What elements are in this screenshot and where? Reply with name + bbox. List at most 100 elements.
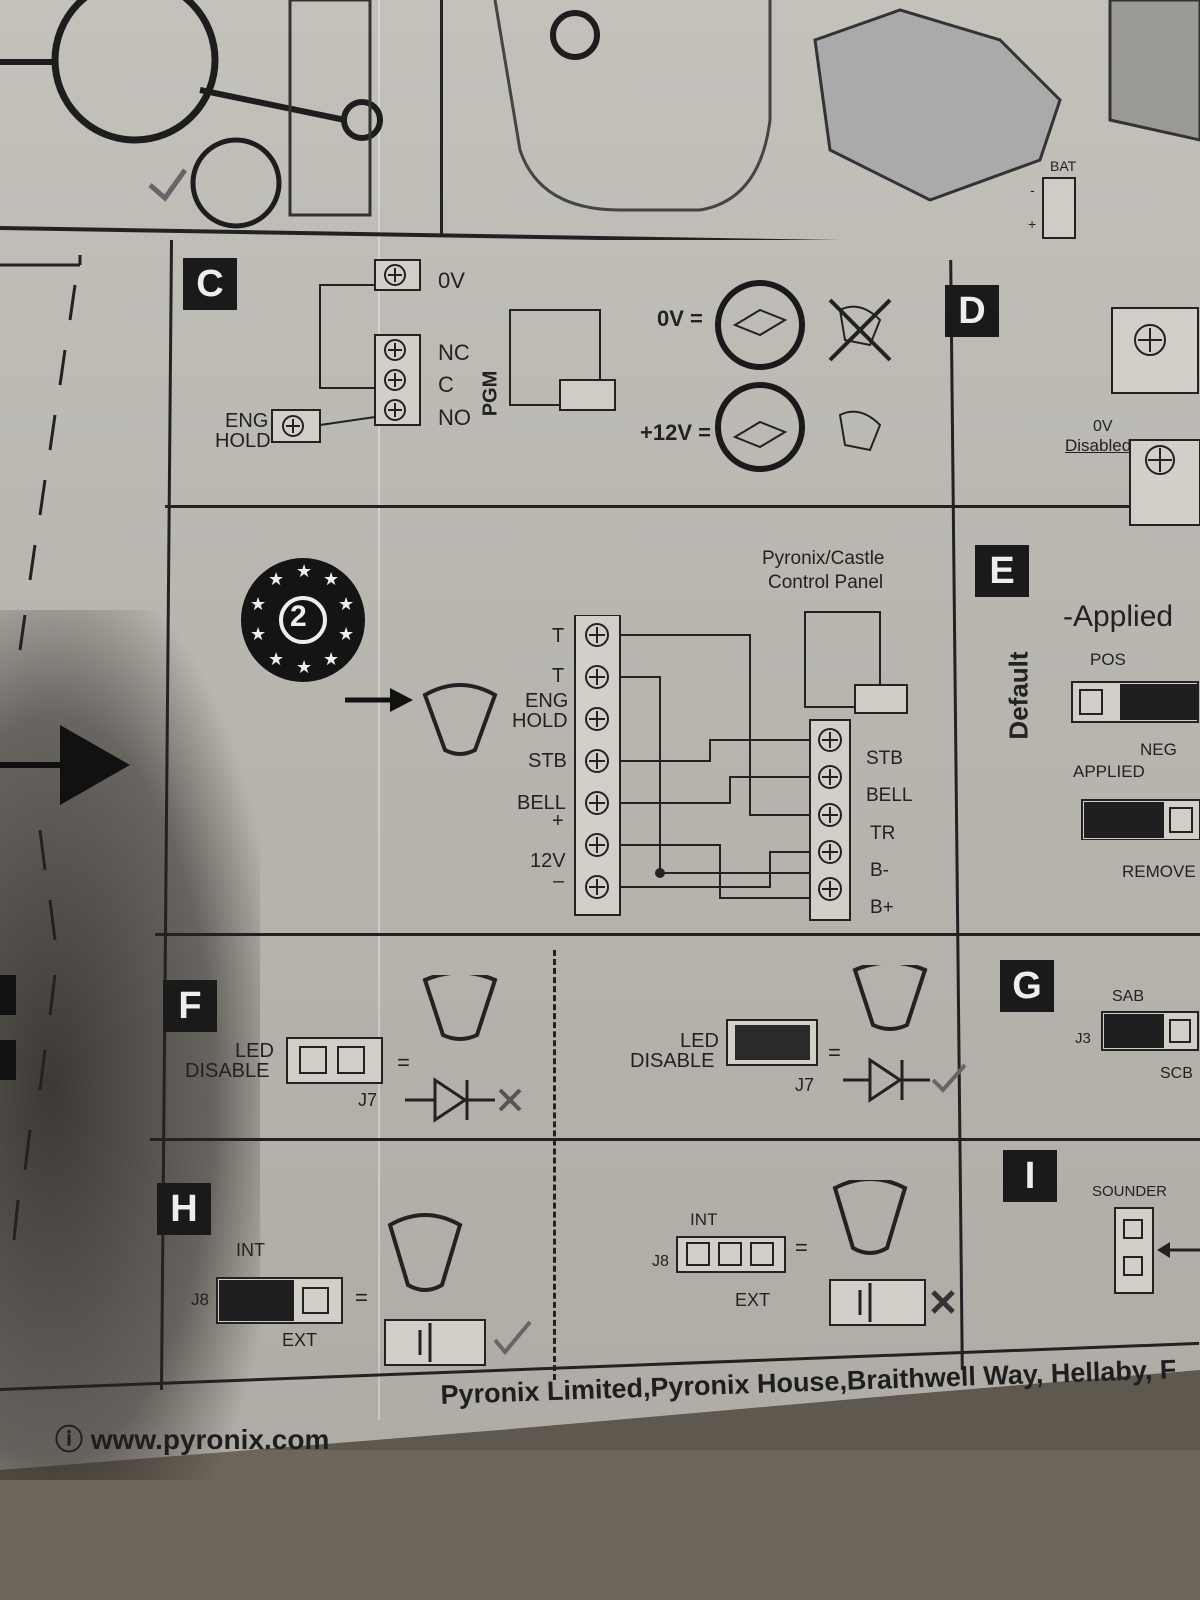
footer-website: ⓘ www.pyronix.com — [55, 1424, 330, 1455]
bat-plus-label: + — [1028, 216, 1037, 232]
panel-f-graphics — [286, 975, 522, 1123]
label-removed: REMOVE — [1122, 862, 1196, 881]
panel-badge-h: H — [157, 1183, 211, 1235]
svg-text:★: ★ — [323, 649, 339, 670]
panel-badge-f: F — [163, 980, 217, 1032]
term-label-plus: + — [552, 810, 564, 832]
label-d-disabled: Disabled — [1065, 436, 1132, 455]
check-circle — [190, 137, 282, 229]
label-no: NO — [438, 405, 471, 430]
panel-badge-e: E — [975, 545, 1029, 597]
panel-term-bell: BELL — [866, 785, 913, 806]
label-scb: SCB — [1160, 1065, 1193, 1082]
svg-text:★: ★ — [250, 594, 266, 615]
pyronix-panel-subtitle: Control Panel — [768, 572, 884, 593]
panel-term-tr: TR — [870, 823, 896, 844]
zoom-circle-small — [341, 99, 383, 141]
label-j3: J3 — [1075, 1030, 1091, 1047]
svg-text:★: ★ — [338, 624, 354, 645]
panel-d-terminals — [1111, 307, 1200, 526]
bat-minus-label: - — [1030, 182, 1035, 198]
term-label-eng: ENG — [525, 690, 569, 712]
term-label-t2: T — [552, 665, 565, 687]
label-12v-eq: +12V = — [640, 420, 711, 445]
label-h2-int: INT — [690, 1210, 718, 1229]
label-h2-j8: J8 — [652, 1253, 669, 1270]
siren-on-circle — [715, 382, 805, 472]
panel-e-jumpers — [1071, 681, 1200, 840]
label-hold: HOLD — [215, 430, 271, 452]
top-illustrations — [0, 0, 1200, 240]
bat-label: BAT — [1050, 158, 1077, 174]
label-f-disable: DISABLE — [185, 1060, 270, 1082]
term-label-bell: BELL — [517, 792, 566, 814]
label-h2-ext: EXT — [735, 1290, 771, 1310]
term-label-hold: HOLD — [512, 710, 568, 732]
panel-term-bminus: B- — [870, 860, 889, 881]
dashed-divider — [553, 950, 556, 1380]
panel-term-stb: STB — [866, 748, 903, 769]
grade-2-badge: ★★★★ ★★★★ ★★ — [241, 558, 365, 682]
label-f2-disable: DISABLE — [630, 1050, 715, 1072]
label-sounder: SOUNDER — [1092, 1183, 1168, 1200]
grid-line-row1 — [165, 505, 1200, 508]
label-eng: ENG — [225, 410, 269, 432]
label-0v: 0V — [438, 268, 465, 293]
label-sab: SAB — [1112, 988, 1145, 1005]
label-0v-eq: 0V = — [657, 306, 703, 331]
panel-g-jumper — [1101, 1011, 1199, 1051]
panel-h2-graphics — [676, 1180, 955, 1326]
panel-badge-i: I — [1003, 1150, 1057, 1202]
hand-shadow — [0, 610, 260, 1480]
panel-term-bplus: B+ — [870, 897, 894, 918]
svg-text:★: ★ — [296, 657, 312, 678]
label-f-led: LED — [235, 1040, 274, 1062]
svg-text:★: ★ — [338, 594, 354, 615]
label-h-j8: J8 — [191, 1290, 209, 1309]
sounder-icon — [422, 683, 498, 756]
label-h-int: INT — [236, 1240, 265, 1260]
panel-badge-d: D — [945, 285, 999, 337]
label-f-equals: = — [397, 1050, 410, 1075]
label-f2-equals: = — [828, 1040, 841, 1065]
label-c: C — [438, 372, 454, 397]
svg-text:★: ★ — [268, 569, 284, 590]
arrow-to-sounder — [345, 688, 413, 712]
svg-text:★: ★ — [323, 569, 339, 590]
label-neg: NEG — [1140, 740, 1177, 759]
label-f-j7: J7 — [358, 1090, 378, 1110]
label-f2-led: LED — [680, 1030, 719, 1052]
label-d-0v: 0V — [1093, 418, 1113, 435]
panel-i-graphics — [1114, 1207, 1200, 1294]
label-h-ext: EXT — [282, 1330, 318, 1350]
siren-off-circle — [715, 280, 805, 370]
main-wiring-diagram — [574, 615, 851, 921]
control-panel-icon — [804, 611, 908, 714]
label-h2-equals: = — [795, 1235, 808, 1260]
term-label-minus: – — [553, 870, 565, 892]
svg-text:★: ★ — [268, 649, 284, 670]
label-pgm: PGM — [479, 370, 502, 417]
zoom-circle-left — [51, 0, 219, 144]
label-applied: APPLIED — [1073, 762, 1145, 781]
panel-badge-c: C — [183, 258, 237, 310]
label-nc: NC — [438, 340, 470, 365]
term-label-t1: T — [552, 625, 565, 647]
label-h-equals: = — [355, 1285, 368, 1310]
grid-line-row2 — [155, 933, 1200, 936]
panel-c-wiring — [271, 259, 892, 472]
term-label-12v: 12V — [530, 850, 566, 872]
term-label-stb: STB — [528, 750, 567, 772]
label-applied-title: -Applied — [1063, 600, 1174, 633]
label-f2-j7: J7 — [795, 1075, 815, 1095]
grade-2-number: 2 — [290, 600, 307, 633]
panel-f2-graphics — [726, 965, 967, 1103]
panel-h-graphics — [216, 1213, 532, 1366]
left-margin-graphics — [0, 255, 130, 1241]
sheet-fold — [378, 0, 380, 1420]
label-pos: POS — [1090, 650, 1126, 669]
svg-text:★: ★ — [296, 561, 312, 582]
grid-line-row3 — [150, 1138, 1200, 1141]
panel-badge-g: G — [1000, 960, 1054, 1012]
